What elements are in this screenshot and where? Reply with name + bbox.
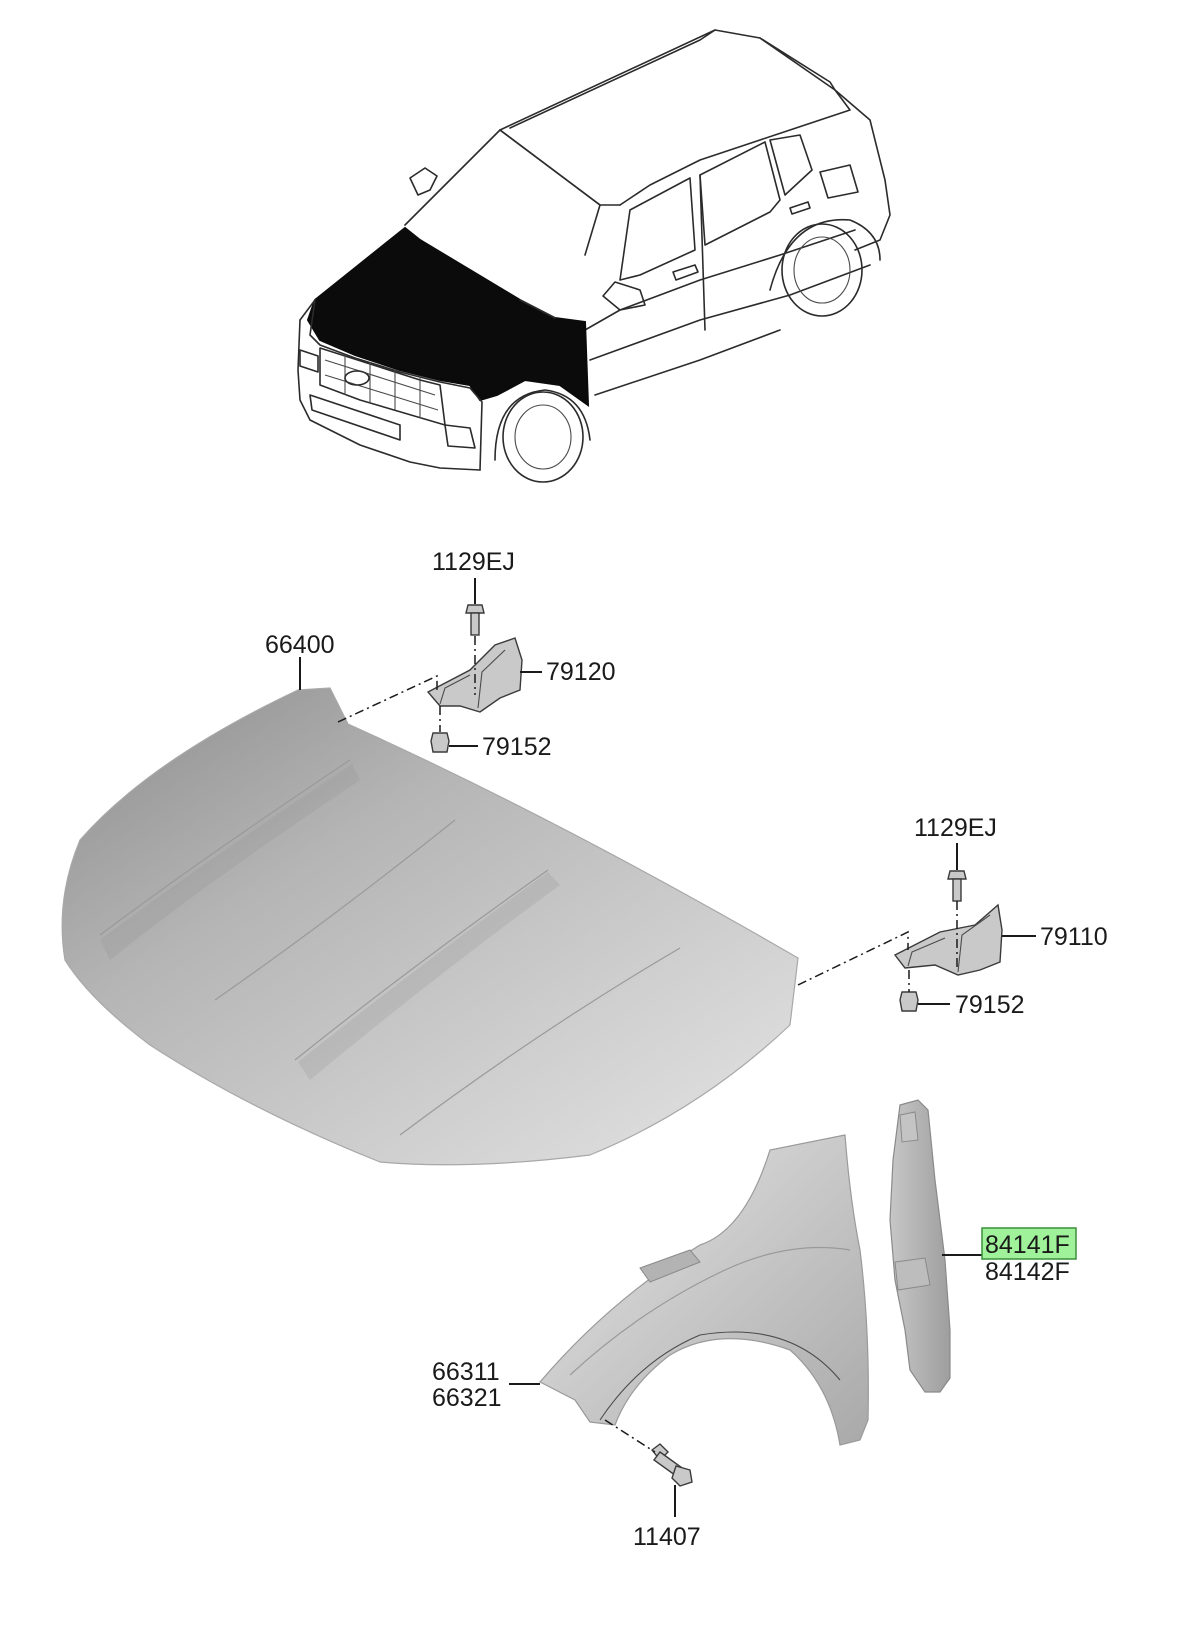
- label-hinge-left: 79120: [546, 658, 616, 686]
- fender-bolt: [651, 1443, 693, 1487]
- callout-labels: 66400 1129EJ 79120 79152 1129EJ 79110 79…: [265, 548, 1108, 1551]
- hood-panel: [61, 687, 799, 1166]
- label-bolt-right-hinge: 1129EJ: [914, 814, 997, 842]
- label-hood: 66400: [265, 631, 335, 659]
- highlight-box-liner: [981, 1227, 1077, 1260]
- label-nut-left-hinge: 79152: [482, 733, 552, 761]
- label-liner-a[interactable]: 84141F: [985, 1231, 1070, 1259]
- label-nut-right-hinge: 79152: [955, 991, 1025, 1019]
- label-fender-bolt: 11407: [633, 1523, 701, 1551]
- fender-liner: [889, 1099, 951, 1393]
- label-hinge-right: 79110: [1040, 923, 1108, 951]
- label-fender-b: 66321: [432, 1384, 502, 1412]
- label-fender-a: 66311: [432, 1358, 500, 1386]
- right-hinge-hardware: [893, 870, 1003, 1012]
- vehicle-illustration: [297, 29, 891, 483]
- label-bolt-left-hinge: 1129EJ: [432, 548, 515, 576]
- label-liner-b: 84142F: [985, 1258, 1070, 1286]
- front-fender: [539, 1134, 869, 1446]
- leader-lines: [299, 578, 1036, 1517]
- vehicle-hood-highlight: [306, 226, 590, 407]
